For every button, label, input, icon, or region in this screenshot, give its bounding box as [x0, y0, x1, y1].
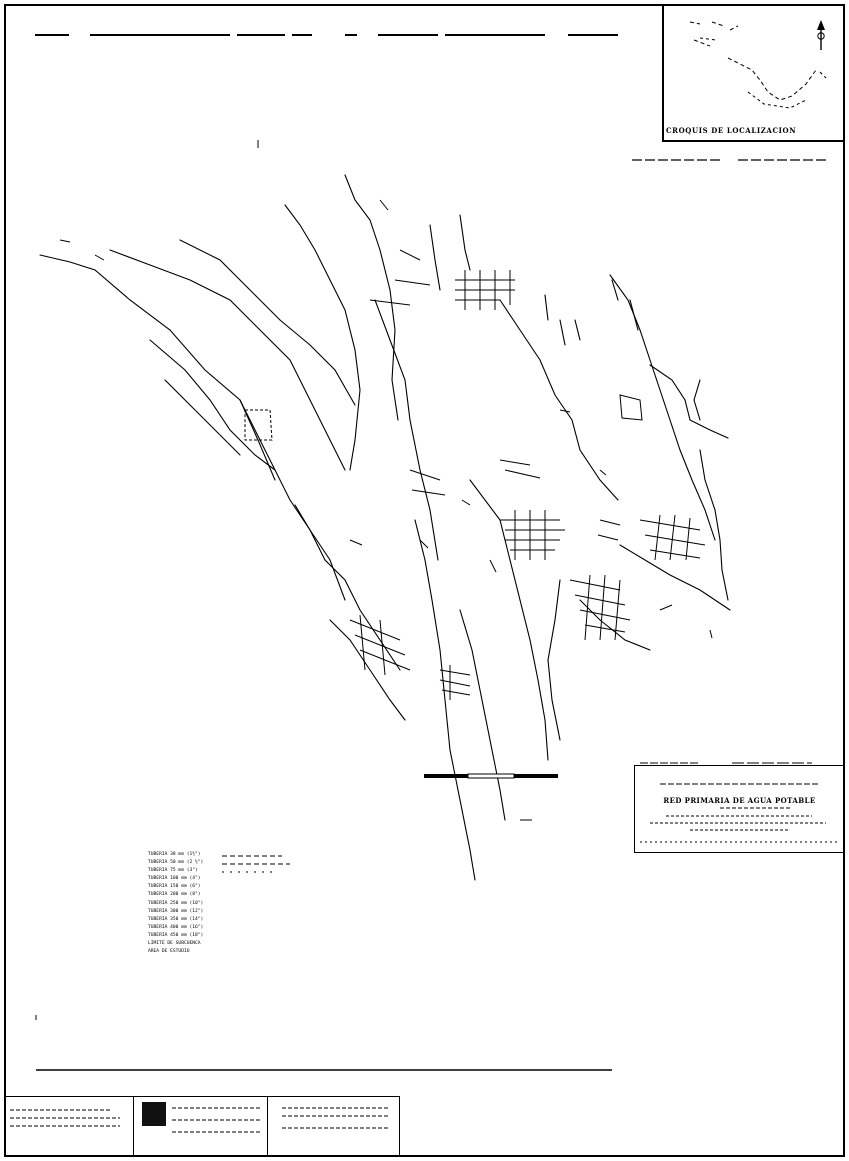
legend-item: TUBERIA 75 mm (3"): [148, 867, 203, 875]
street-grid: [409, 459, 541, 496]
legend-item: TUBERIA 400 mm (16"): [148, 924, 203, 932]
legend-item: TUBERIA 150 mm (6"): [148, 883, 203, 891]
drainage-line: [499, 299, 619, 501]
legend-item-label: AREA DE ESTUDIO: [148, 949, 190, 955]
legend-item-label: TUBERIA 38 mm (1½"): [148, 852, 201, 857]
inset-coastline: [689, 21, 817, 101]
drainage-line: [164, 379, 241, 456]
street-grids: [244, 249, 706, 700]
legend-item-label: TUBERIA 75 mm (3"): [148, 868, 198, 874]
legend-item: TUBERIA 250 mm (10"): [148, 900, 203, 908]
drainage-line: [519, 599, 549, 761]
bottom-info-strip: [4, 1096, 400, 1157]
street-grid: [639, 514, 706, 561]
street-grid: [597, 519, 621, 541]
legend-item-label: TUBERIA 400 mm (16"): [148, 924, 204, 930]
drainage-line: [609, 274, 716, 541]
drainage-line: [459, 609, 506, 821]
street-grid: [569, 574, 631, 641]
drainage-line: [109, 249, 346, 471]
sheet-title-stroke: [237, 34, 285, 36]
drainage-line: [149, 339, 276, 471]
drainage-line: [649, 364, 729, 439]
drainage-line: [699, 449, 729, 601]
bottom-strip-strokes: [10, 1107, 388, 1133]
legend-item: TUBERIA 450 mm (18"): [148, 932, 203, 940]
legend-item-label: TUBERIA 350 mm (14"): [148, 916, 204, 922]
drainage-line: [459, 214, 471, 271]
legend-item-label: TUBERIA 300 mm (12"): [148, 908, 204, 914]
map-legend: TUBERIA 38 mm (1½") TUBERIA 50 mm (2 ½") T…: [148, 851, 203, 956]
legend-item-label: TUBERIA 450 mm (18"): [148, 932, 204, 938]
legend-item-label: TUBERIA 100 mm (4"): [148, 876, 201, 882]
sheet-title-stroke: [292, 34, 312, 36]
drainage-line: [284, 204, 361, 471]
drainage-line: [611, 279, 639, 331]
sheet-title-stroke: [378, 34, 438, 36]
sheet-title-stroke: [345, 34, 357, 36]
drainage-line: [344, 174, 399, 421]
strip-cell: [268, 1096, 400, 1157]
strip-cell: [134, 1096, 268, 1157]
legend-item-label: LIMITE DE SUBCUENCA: [148, 941, 201, 947]
drainage-line: [547, 579, 561, 741]
legend-item-label: TUBERIA 50 mm (2 ½"): [148, 860, 204, 866]
drainage-line: [374, 299, 439, 561]
location-inset-sketch: [689, 21, 827, 109]
legend-item: TUBERIA 50 mm (2 ½"): [148, 859, 203, 867]
map-fragments: [35, 140, 713, 1020]
title-block: RED PRIMARIA DE AGUA POTABLE: [634, 765, 845, 853]
drainage-line: [619, 544, 731, 611]
drainage-network: [39, 174, 731, 881]
legend-swatches: [222, 855, 290, 873]
map-title: RED PRIMARIA DE AGUA POTABLE: [663, 796, 816, 805]
street-grid: [619, 394, 643, 421]
legend-item: TUBERIA 300 mm (12"): [148, 908, 203, 916]
street-grid: [369, 249, 431, 306]
drainage-line: [239, 399, 346, 601]
location-inset: [662, 4, 845, 142]
sheet-title-stroke: [445, 34, 545, 36]
street-grid: [439, 665, 471, 700]
location-inset-label: CROQUIS DE LOCALIZACION: [666, 126, 797, 135]
map-frame: [4, 4, 845, 1157]
street-grid: [244, 409, 273, 441]
street-grid: [455, 270, 515, 310]
sheet-title-stroke: [90, 34, 230, 36]
drainage-line: [579, 599, 651, 651]
drainage-line: [414, 519, 476, 881]
north-arrow-icon: [817, 20, 825, 50]
drainage-line: [179, 239, 356, 406]
strip-cell: [4, 1096, 134, 1157]
legend-item: TUBERIA 350 mm (14"): [148, 916, 203, 924]
legend-item-label: TUBERIA 150 mm (6"): [148, 884, 201, 890]
title-box-detail-strokes: [640, 783, 838, 843]
drainage-line: [329, 619, 406, 721]
drainage-line: [429, 224, 441, 291]
drainage-line: [294, 504, 401, 671]
inset-coastline: [699, 37, 827, 109]
legend-item: TUBERIA 100 mm (4"): [148, 875, 203, 883]
legend-item: AREA DE ESTUDIO: [148, 948, 203, 956]
drainage-line: [39, 254, 276, 481]
sheet-title-stroke: [35, 34, 69, 36]
legend-item-label: TUBERIA 250 mm (10"): [148, 900, 204, 906]
drainage-line: [693, 379, 701, 421]
legend-item: TUBERIA 200 mm (8"): [148, 891, 203, 899]
street-grid: [349, 614, 411, 676]
legend-item: LIMITE DE SUBCUENCA: [148, 940, 203, 948]
legend-item: TUBERIA 38 mm (1½"): [148, 851, 203, 859]
sheet-title-stroke: [568, 34, 618, 36]
scale-bar: [424, 773, 558, 779]
agency-logo-icon: [142, 1102, 166, 1126]
drainage-line: [544, 294, 581, 346]
legend-item-label: TUBERIA 200 mm (8"): [148, 892, 201, 898]
street-grid: [500, 510, 565, 560]
